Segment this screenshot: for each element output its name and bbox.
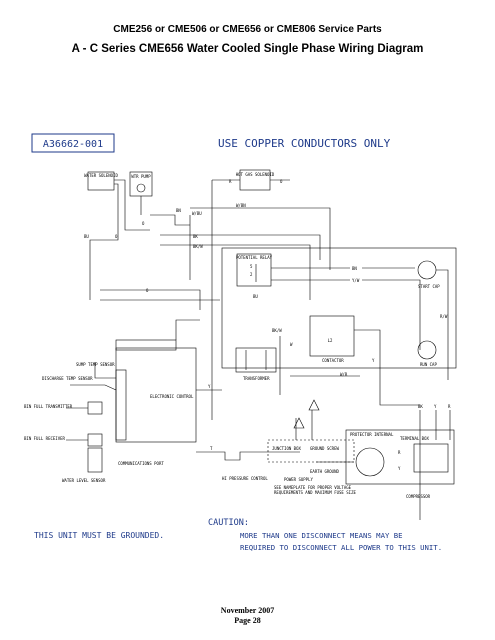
- wire-label-w-bu: W/BU: [192, 211, 202, 216]
- wire-label-y-4: Y: [398, 466, 401, 471]
- document-header: CME256 or CME506 or CME656 or CME806 Ser…: [113, 24, 382, 35]
- start-cap-label: START CAP: [418, 284, 440, 289]
- junction-box-label: JUNCTION BOX: [272, 446, 301, 451]
- wire-label-w-r: W/R: [340, 372, 348, 377]
- wtr-pump-label: WTR PUMP: [131, 174, 151, 179]
- wire-label-y: Y: [372, 358, 375, 363]
- caution-title: CAUTION:: [208, 518, 249, 528]
- wire-label-bn-relay: BN: [352, 266, 357, 271]
- ground-warning-line: THIS UNIT MUST BE GROUNDED.: [34, 531, 164, 540]
- part-number: A36662-001: [43, 139, 103, 150]
- svg-text:2: 2: [250, 272, 253, 277]
- svg-text:L2: L2: [328, 338, 333, 343]
- water-solenoid-label: WATER SOLENOID: [84, 173, 118, 178]
- caution-text-1: MORE THAN ONE DISCONNECT MEANS MAY BE: [240, 531, 403, 540]
- wire-label-bk-w-2: BK/W: [272, 328, 282, 333]
- compressor-area: [345, 429, 455, 485]
- compressor-label: COMPRESSOR: [406, 494, 431, 499]
- contactor-box: [309, 315, 355, 357]
- copper-note: USE COPPER CONDUCTORS ONLY: [218, 137, 391, 150]
- wire-label-y-2: Y: [434, 404, 437, 409]
- bin-transmitter-label: BIN FULL TRANSMITTER: [24, 404, 73, 409]
- wire-label-r-3: R: [398, 450, 401, 455]
- wire-label-bu-relay: BU: [253, 294, 258, 299]
- nameplate-note: SEE NAMEPLATE FOR PROPER VOLTAGE REQUIRE…: [274, 485, 356, 495]
- junction-box: [267, 439, 355, 463]
- wire-label-t: T: [210, 446, 213, 451]
- wire-label-r-2: R: [448, 404, 451, 409]
- footer-page: Page 28: [234, 616, 261, 625]
- terminal-box-label: TERMINAL BOX: [400, 436, 429, 441]
- svg-text:5: 5: [250, 264, 253, 269]
- discharge-temp-label: DISCHARGE TEMP SENSOR: [42, 376, 93, 381]
- power-supply-label: POWER SUPPLY: [284, 477, 313, 482]
- transformer-box: [235, 347, 277, 373]
- hi-pressure-label: HI PRESSURE CONTROL: [222, 476, 268, 481]
- sump-temp-label: SUMP TEMP SENSOR: [76, 362, 115, 367]
- wire-label-y-w: Y/W: [352, 278, 360, 283]
- bin-receiver-label: BIN FULL RECEIVER: [24, 436, 66, 441]
- wire-label-o-2: O: [115, 234, 118, 239]
- wire-label-bk: BK: [193, 234, 198, 239]
- wire-label-bu: BU: [84, 234, 89, 239]
- wire-label-r-w: R/W: [440, 314, 448, 319]
- wire-label-bk-w: BK/W: [193, 244, 203, 249]
- caution-text-2: REQUIRED TO DISCONNECT ALL POWER TO THIS…: [240, 543, 442, 552]
- earth-ground-label: EARTH GROUND: [310, 469, 339, 474]
- contactor-label: CONTACTOR: [322, 358, 344, 363]
- run-cap-label: RUN CAP: [420, 362, 437, 367]
- wire-label-o-4: O: [146, 288, 149, 293]
- water-solenoid-box: [87, 171, 115, 191]
- wire-label-bn: BN: [176, 208, 181, 213]
- ground-screw-label: GROUND SCREW: [310, 446, 339, 451]
- hot-gas-solenoid-label: HOT GAS SOLENOID: [236, 172, 275, 177]
- transformer-label: TRANSFORMER: [243, 376, 270, 381]
- wire-label-bk-2: BK: [418, 404, 423, 409]
- compressor-motor-icon: [355, 447, 385, 477]
- wire-label-y-3: Y: [208, 384, 211, 389]
- wire-label-o: O: [280, 179, 283, 184]
- part-number-box: [31, 133, 115, 153]
- wire-label-o-3: O: [142, 221, 145, 226]
- potential-relay-label: POTENTIAL RELAY: [236, 255, 273, 260]
- wire-label-w-bn: W/BN: [236, 203, 246, 208]
- water-level-label: WATER LEVEL SENSOR: [62, 478, 106, 483]
- diagram-title: A - C Series CME656 Water Cooled Single …: [71, 43, 424, 55]
- footer-date: November 2007: [220, 606, 275, 615]
- protector-label: PROTECTOR INTERNAL: [350, 432, 394, 437]
- run-cap-icon: [417, 340, 437, 360]
- start-cap-icon: [417, 260, 437, 280]
- electronic-control-label: ELECTRONIC CONTROL: [150, 394, 194, 399]
- wire-label-r: R: [229, 179, 232, 184]
- pump-motor-icon: [136, 183, 146, 193]
- wire-label-w: W: [290, 342, 293, 347]
- comm-port-label: COMMUNICATIONS PORT: [118, 461, 164, 466]
- potential-relay-box: [236, 253, 272, 287]
- control-box-enclosure: [221, 247, 457, 369]
